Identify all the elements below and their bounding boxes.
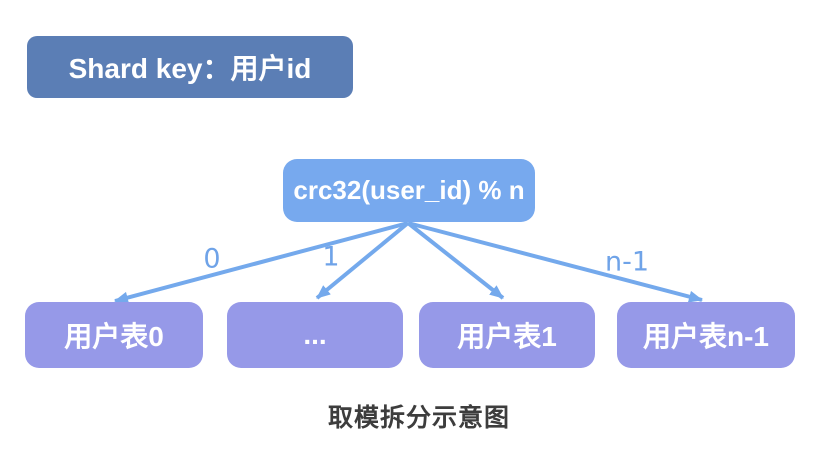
- diagram-caption: 取模拆分示意图: [327, 404, 510, 432]
- table-node-user-table-0: 用户表0: [25, 302, 203, 368]
- edge-arrow-3: [407, 221, 703, 303]
- edge-label-0: 0: [203, 243, 221, 275]
- edge-arrow-1: [315, 221, 410, 300]
- hash-function-node: crc32(user_id) % n: [283, 159, 535, 222]
- shard-key-node: Shard key：用户id: [27, 36, 353, 98]
- edge-label-1: 1: [322, 241, 340, 273]
- edge-arrow-2: [406, 221, 505, 300]
- edge-label-n-1: n-1: [604, 246, 650, 278]
- table-node-ellipsis: ...: [227, 302, 403, 368]
- table-node-user-table-1: 用户表1: [419, 302, 595, 368]
- edge-arrow-0: [114, 221, 409, 304]
- table-node-user-table-n-1: 用户表n-1: [617, 302, 795, 368]
